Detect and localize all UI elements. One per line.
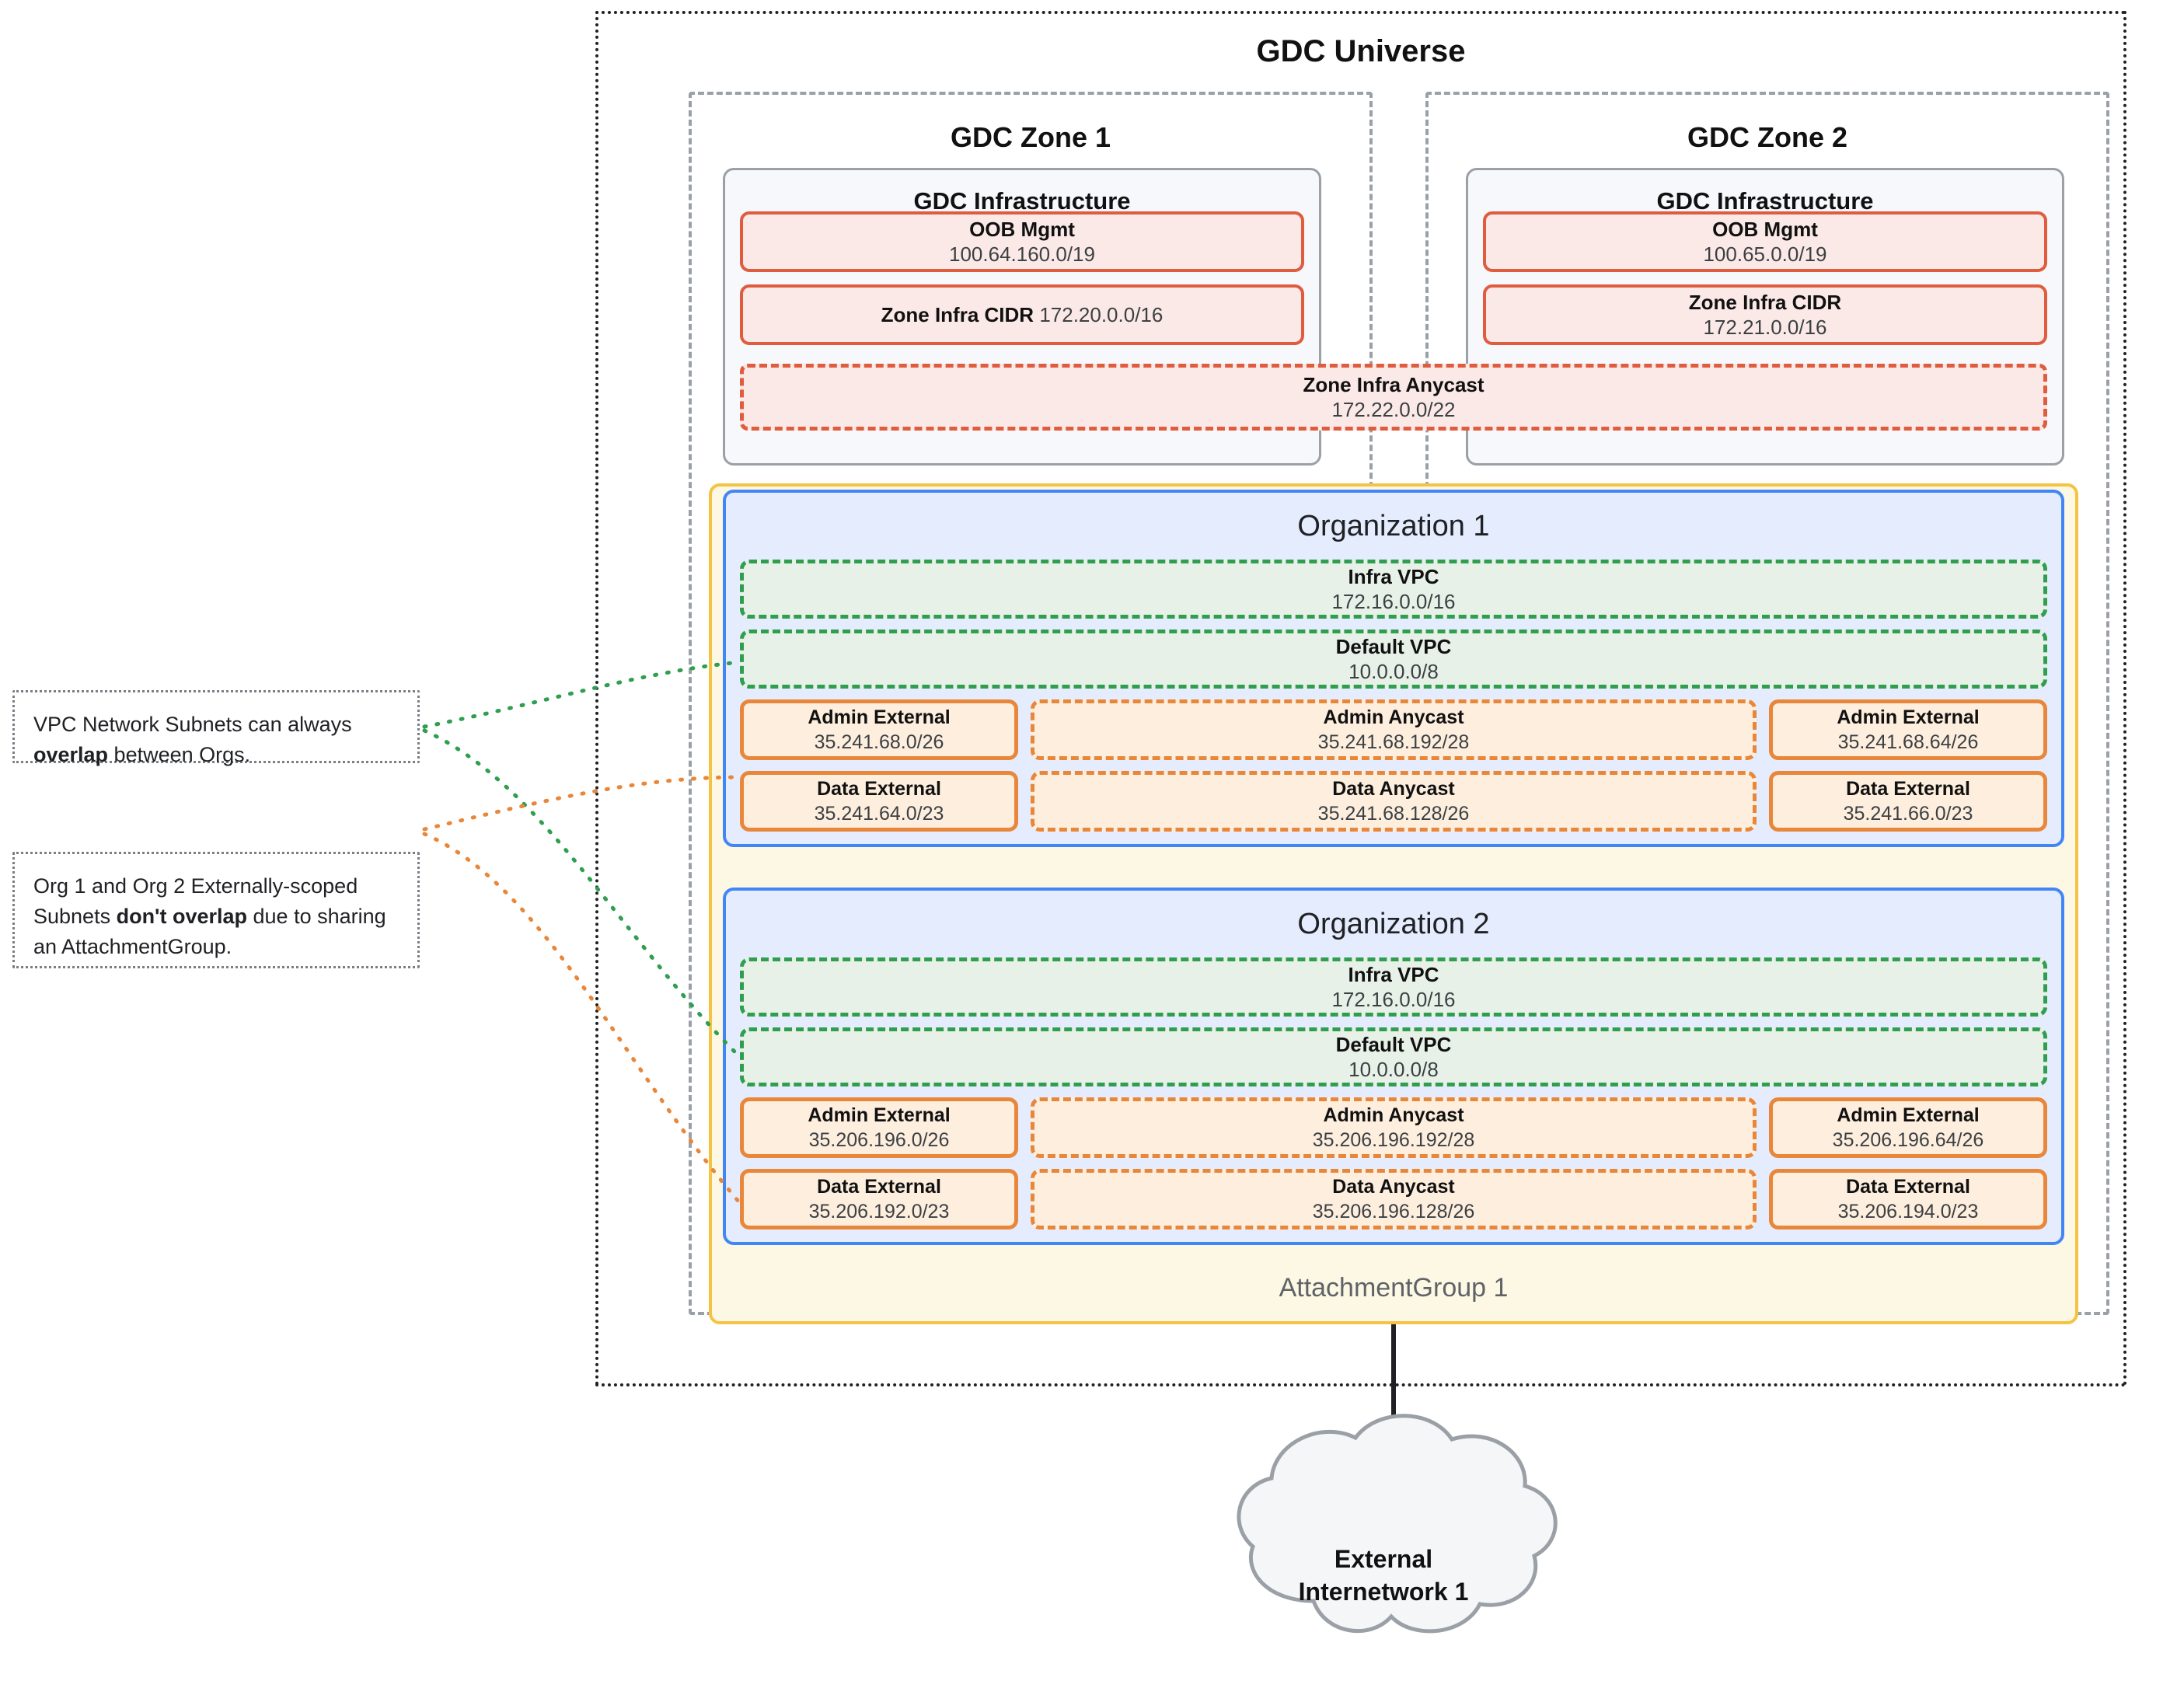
org1-admin-external-right-box: Admin External 35.241.68.64/26	[1769, 699, 2047, 760]
external-network-line1: External	[1334, 1545, 1433, 1573]
org1-default-vpc-cidr: 10.0.0.0/8	[1348, 660, 1439, 683]
oob-mgmt-box-zone-2: OOB Mgmt 100.65.0.0/19	[1483, 211, 2047, 272]
org2-infra-vpc-box: Infra VPC 172.16.0.0/16	[740, 957, 2047, 1017]
note-nooverlap-text: Org 1 and Org 2 Externally-scoped Subnet…	[33, 874, 386, 959]
org1-data-external-right-cidr: 35.241.66.0/23	[1843, 803, 1973, 825]
gdc-zone-2-title: GDC Zone 2	[1687, 121, 1847, 153]
org2-admin-anycast-box: Admin Anycast 35.206.196.192/28	[1031, 1097, 1757, 1158]
external-network-line2: Internetwork 1	[1298, 1577, 1469, 1606]
org2-admin-external-left-cidr: 35.206.196.0/26	[808, 1129, 950, 1151]
gdc-universe-title: GDC Universe	[1256, 34, 1466, 68]
org1-data-external-left-box: Data External 35.241.64.0/23	[740, 771, 1018, 832]
org2-data-external-left-label: Data External	[817, 1175, 941, 1198]
zone-infra-cidr-label-zone-1: Zone Infra CIDR	[881, 302, 1034, 326]
note-overlap-text: VPC Network Subnets can always overlap b…	[33, 713, 352, 767]
org1-default-vpc-box: Default VPC 10.0.0.0/8	[740, 630, 2047, 689]
org1-admin-external-right-cidr: 35.241.68.64/26	[1837, 731, 1979, 753]
org1-data-anycast-box: Data Anycast 35.241.68.128/26	[1031, 771, 1757, 832]
oob-mgmt-label-zone-1: OOB Mgmt	[969, 217, 1075, 241]
zone-infra-cidr-value-zone-1: 172.20.0.0/16	[1039, 302, 1164, 326]
org2-data-external-left-box: Data External 35.206.192.0/23	[740, 1169, 1018, 1229]
org2-data-external-left-cidr: 35.206.192.0/23	[808, 1201, 950, 1222]
org2-data-anycast-label: Data Anycast	[1332, 1175, 1455, 1198]
org2-data-external-right-cidr: 35.206.194.0/23	[1837, 1201, 1979, 1222]
external-network-label-wrap: External Internetwork 1	[1240, 1469, 1527, 1679]
org1-admin-anycast-label: Admin Anycast	[1323, 706, 1464, 728]
org2-data-external-right-label: Data External	[1846, 1175, 1970, 1198]
org1-data-external-right-label: Data External	[1846, 777, 1970, 800]
zone-infra-cidr-value-zone-2: 172.21.0.0/16	[1703, 316, 1827, 339]
note-external-subnets-no-overlap: Org 1 and Org 2 Externally-scoped Subnet…	[12, 852, 420, 968]
org1-data-anycast-label: Data Anycast	[1332, 777, 1455, 800]
org1-data-external-left-cidr: 35.241.64.0/23	[814, 803, 944, 825]
org1-admin-external-right-label: Admin External	[1837, 706, 1980, 728]
org1-data-anycast-cidr: 35.241.68.128/26	[1317, 803, 1470, 825]
external-network-label: External Internetwork 1	[1240, 1543, 1527, 1608]
org2-admin-external-right-box: Admin External 35.206.196.64/26	[1769, 1097, 2047, 1158]
zone-infra-anycast-label: Zone Infra Anycast	[1303, 372, 1484, 396]
org1-admin-anycast-cidr: 35.241.68.192/28	[1317, 731, 1470, 753]
org2-admin-anycast-cidr: 35.206.196.192/28	[1312, 1129, 1475, 1151]
organization-1-title: Organization 1	[1297, 510, 1490, 542]
org2-data-external-right-box: Data External 35.206.194.0/23	[1769, 1169, 2047, 1229]
org1-admin-external-left-cidr: 35.241.68.0/26	[814, 731, 944, 753]
zone-infra-anycast-box: Zone Infra Anycast 172.22.0.0/22	[740, 364, 2047, 431]
org2-admin-external-right-cidr: 35.206.196.64/26	[1832, 1129, 1984, 1151]
org2-default-vpc-label: Default VPC	[1335, 1032, 1452, 1056]
org2-default-vpc-cidr: 10.0.0.0/8	[1348, 1058, 1439, 1081]
org2-admin-external-right-label: Admin External	[1837, 1104, 1980, 1126]
oob-mgmt-cidr-zone-1: 100.64.160.0/19	[949, 242, 1095, 266]
org1-infra-vpc-cidr: 172.16.0.0/16	[1331, 590, 1456, 613]
org1-data-external-right-box: Data External 35.241.66.0/23	[1769, 771, 2047, 832]
zone-infra-anycast-cidr: 172.22.0.0/22	[1331, 398, 1456, 421]
organization-2-title: Organization 2	[1297, 908, 1490, 940]
org2-admin-external-left-box: Admin External 35.206.196.0/26	[740, 1097, 1018, 1158]
zone-infra-cidr-box-zone-2: Zone Infra CIDR 172.21.0.0/16	[1483, 284, 2047, 345]
zone-infra-cidr-box-zone-1: Zone Infra CIDR 172.20.0.0/16	[740, 284, 1304, 345]
org1-admin-anycast-box: Admin Anycast 35.241.68.192/28	[1031, 699, 1757, 760]
org1-default-vpc-label: Default VPC	[1335, 634, 1452, 658]
zone-infra-cidr-label-zone-2: Zone Infra CIDR	[1688, 290, 1842, 314]
org2-admin-anycast-label: Admin Anycast	[1323, 1104, 1464, 1126]
org1-admin-external-left-box: Admin External 35.241.68.0/26	[740, 699, 1018, 760]
oob-mgmt-box-zone-1: OOB Mgmt 100.64.160.0/19	[740, 211, 1304, 272]
org2-infra-vpc-label: Infra VPC	[1348, 962, 1439, 986]
org1-admin-external-left-label: Admin External	[808, 706, 951, 728]
org2-data-anycast-cidr: 35.206.196.128/26	[1312, 1201, 1475, 1222]
oob-mgmt-cidr-zone-2: 100.65.0.0/19	[1703, 242, 1827, 266]
org1-infra-vpc-label: Infra VPC	[1348, 564, 1439, 588]
org2-data-anycast-box: Data Anycast 35.206.196.128/26	[1031, 1169, 1757, 1229]
oob-mgmt-label-zone-2: OOB Mgmt	[1712, 217, 1818, 241]
note-vpc-subnets-overlap: VPC Network Subnets can always overlap b…	[12, 690, 420, 767]
org2-infra-vpc-cidr: 172.16.0.0/16	[1331, 988, 1456, 1011]
org1-infra-vpc-box: Infra VPC 172.16.0.0/16	[740, 560, 2047, 619]
attachment-group-label: AttachmentGroup 1	[1279, 1273, 1509, 1303]
gdc-infrastructure-title-zone-2: GDC Infrastructure	[1656, 187, 1874, 214]
org2-default-vpc-box: Default VPC 10.0.0.0/8	[740, 1027, 2047, 1086]
org2-admin-external-left-label: Admin External	[808, 1104, 951, 1126]
gdc-zone-1-title: GDC Zone 1	[950, 121, 1111, 153]
gdc-infrastructure-title-zone-1: GDC Infrastructure	[913, 187, 1131, 214]
org1-data-external-left-label: Data External	[817, 777, 941, 800]
